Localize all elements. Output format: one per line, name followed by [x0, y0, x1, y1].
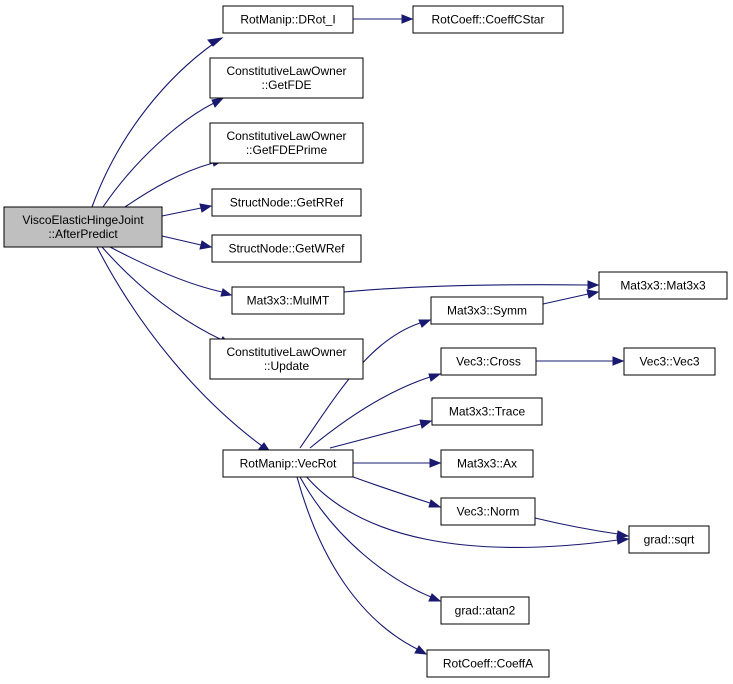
node-box[interactable] [211, 234, 362, 263]
node-box[interactable] [222, 449, 354, 478]
node-box[interactable] [211, 188, 362, 217]
node-box[interactable] [209, 57, 364, 99]
node-norm[interactable]: Vec3::Norm [440, 497, 536, 526]
edge-root-to-update [101, 246, 232, 346]
node-box[interactable] [431, 397, 543, 426]
edges-layer [91, 14, 630, 655]
node-mat3x3[interactable]: Mat3x3::Mat3x3 [598, 271, 728, 300]
node-box[interactable] [231, 286, 345, 315]
node-label-line: ::GetFDEPrime [246, 143, 328, 157]
node-vecrot[interactable]: RotManip::VecRot [222, 449, 354, 478]
node-ax[interactable]: Mat3x3::Ax [440, 449, 534, 478]
edge-mulmt-to-mat3x3 [343, 280, 600, 293]
edge-vecrot-to-atan2 [299, 476, 442, 602]
node-vec3[interactable]: Vec3::Vec3 [623, 347, 716, 376]
node-coeffa[interactable]: RotCoeff::CoeffA [426, 649, 550, 678]
edge-vecrot-to-trace [329, 419, 433, 449]
node-box[interactable] [209, 122, 364, 164]
node-label-line: grad::atan2 [455, 604, 516, 618]
nodes-layer: ViscoElasticHingeJoint::AfterPredictRotM… [3, 5, 728, 678]
edge-symm-to-mat3x3 [542, 289, 600, 305]
node-getrref[interactable]: StructNode::GetRRef [211, 188, 362, 217]
node-box[interactable] [628, 525, 710, 554]
node-label-line: StructNode::GetRRef [230, 196, 344, 210]
node-box[interactable] [430, 296, 544, 325]
node-box[interactable] [440, 347, 537, 376]
node-box[interactable] [426, 649, 550, 678]
node-label-line: Mat3x3::Trace [449, 405, 526, 419]
node-label-line: Vec3::Cross [456, 355, 521, 369]
node-label-line: ::GetFDE [261, 78, 311, 92]
node-box[interactable] [412, 5, 564, 34]
edge-drotI-to-coeffc [353, 14, 414, 24]
edge-root-to-getfde [102, 97, 225, 208]
node-label-line: RotManip::DRot_I [240, 13, 335, 27]
edge-cross-to-vec3 [536, 356, 625, 366]
node-label-line: ConstitutiveLawOwner [226, 345, 346, 359]
node-box[interactable] [222, 5, 354, 34]
node-label-line: RotCoeff::CoeffA [443, 657, 533, 671]
edge-vecrot-to-coeffa [296, 476, 428, 655]
node-box[interactable] [209, 338, 364, 380]
edge-root-to-mulmt [109, 246, 233, 297]
edge-root-to-getwref [161, 235, 213, 250]
node-label-line: RotManip::VecRot [240, 457, 337, 471]
node-box[interactable] [440, 449, 534, 478]
node-getfde[interactable]: ConstitutiveLawOwner::GetFDE [209, 57, 364, 99]
node-label-line: ViscoElasticHingeJoint [22, 213, 144, 227]
node-atan2[interactable]: grad::atan2 [440, 596, 530, 625]
node-label-line: ::AfterPredict [48, 227, 118, 241]
node-symm[interactable]: Mat3x3::Symm [430, 296, 544, 325]
node-label-line: Mat3x3::Ax [457, 457, 517, 471]
edge-norm-to-sqrt [534, 517, 630, 539]
node-label-line: ConstitutiveLawOwner [226, 129, 346, 143]
node-label-line: Mat3x3::Mat3x3 [620, 279, 706, 293]
edge-root-to-getfdep [124, 158, 225, 208]
edge-vecrot-to-ax [353, 458, 442, 468]
node-label-line: Vec3::Norm [457, 505, 520, 519]
node-getwref[interactable]: StructNode::GetWRef [211, 234, 362, 263]
node-label-line: ::Update [264, 359, 310, 373]
node-mulmt[interactable]: Mat3x3::MulMT [231, 286, 345, 315]
node-box[interactable] [598, 271, 728, 300]
node-drotI[interactable]: RotManip::DRot_I [222, 5, 354, 34]
node-update[interactable]: ConstitutiveLawOwner::Update [209, 338, 364, 380]
node-label-line: Mat3x3::MulMT [247, 294, 330, 308]
node-trace[interactable]: Mat3x3::Trace [431, 397, 543, 426]
node-box[interactable] [440, 497, 536, 526]
node-coeffc[interactable]: RotCoeff::CoeffCStar [412, 5, 564, 34]
node-label-line: StructNode::GetWRef [228, 242, 345, 256]
node-label-line: RotCoeff::CoeffCStar [432, 13, 545, 27]
edge-vecrot-to-cross [309, 373, 442, 449]
edge-root-to-drotI [91, 37, 224, 208]
node-label-line: Vec3::Vec3 [639, 355, 699, 369]
edge-vecrot-to-sqrt [304, 474, 630, 548]
node-box[interactable] [440, 596, 530, 625]
edge-vecrot-to-norm [344, 473, 442, 508]
node-box[interactable] [623, 347, 716, 376]
node-sqrt[interactable]: grad::sqrt [628, 525, 710, 554]
node-label-line: grad::sqrt [644, 533, 695, 547]
edge-root-to-getrref [161, 203, 213, 217]
node-root[interactable]: ViscoElasticHingeJoint::AfterPredict [3, 206, 163, 248]
node-getfdep[interactable]: ConstitutiveLawOwner::GetFDEPrime [209, 122, 364, 164]
node-box[interactable] [3, 206, 163, 248]
node-label-line: ConstitutiveLawOwner [226, 64, 346, 78]
node-label-line: Mat3x3::Symm [447, 304, 527, 318]
node-cross[interactable]: Vec3::Cross [440, 347, 537, 376]
